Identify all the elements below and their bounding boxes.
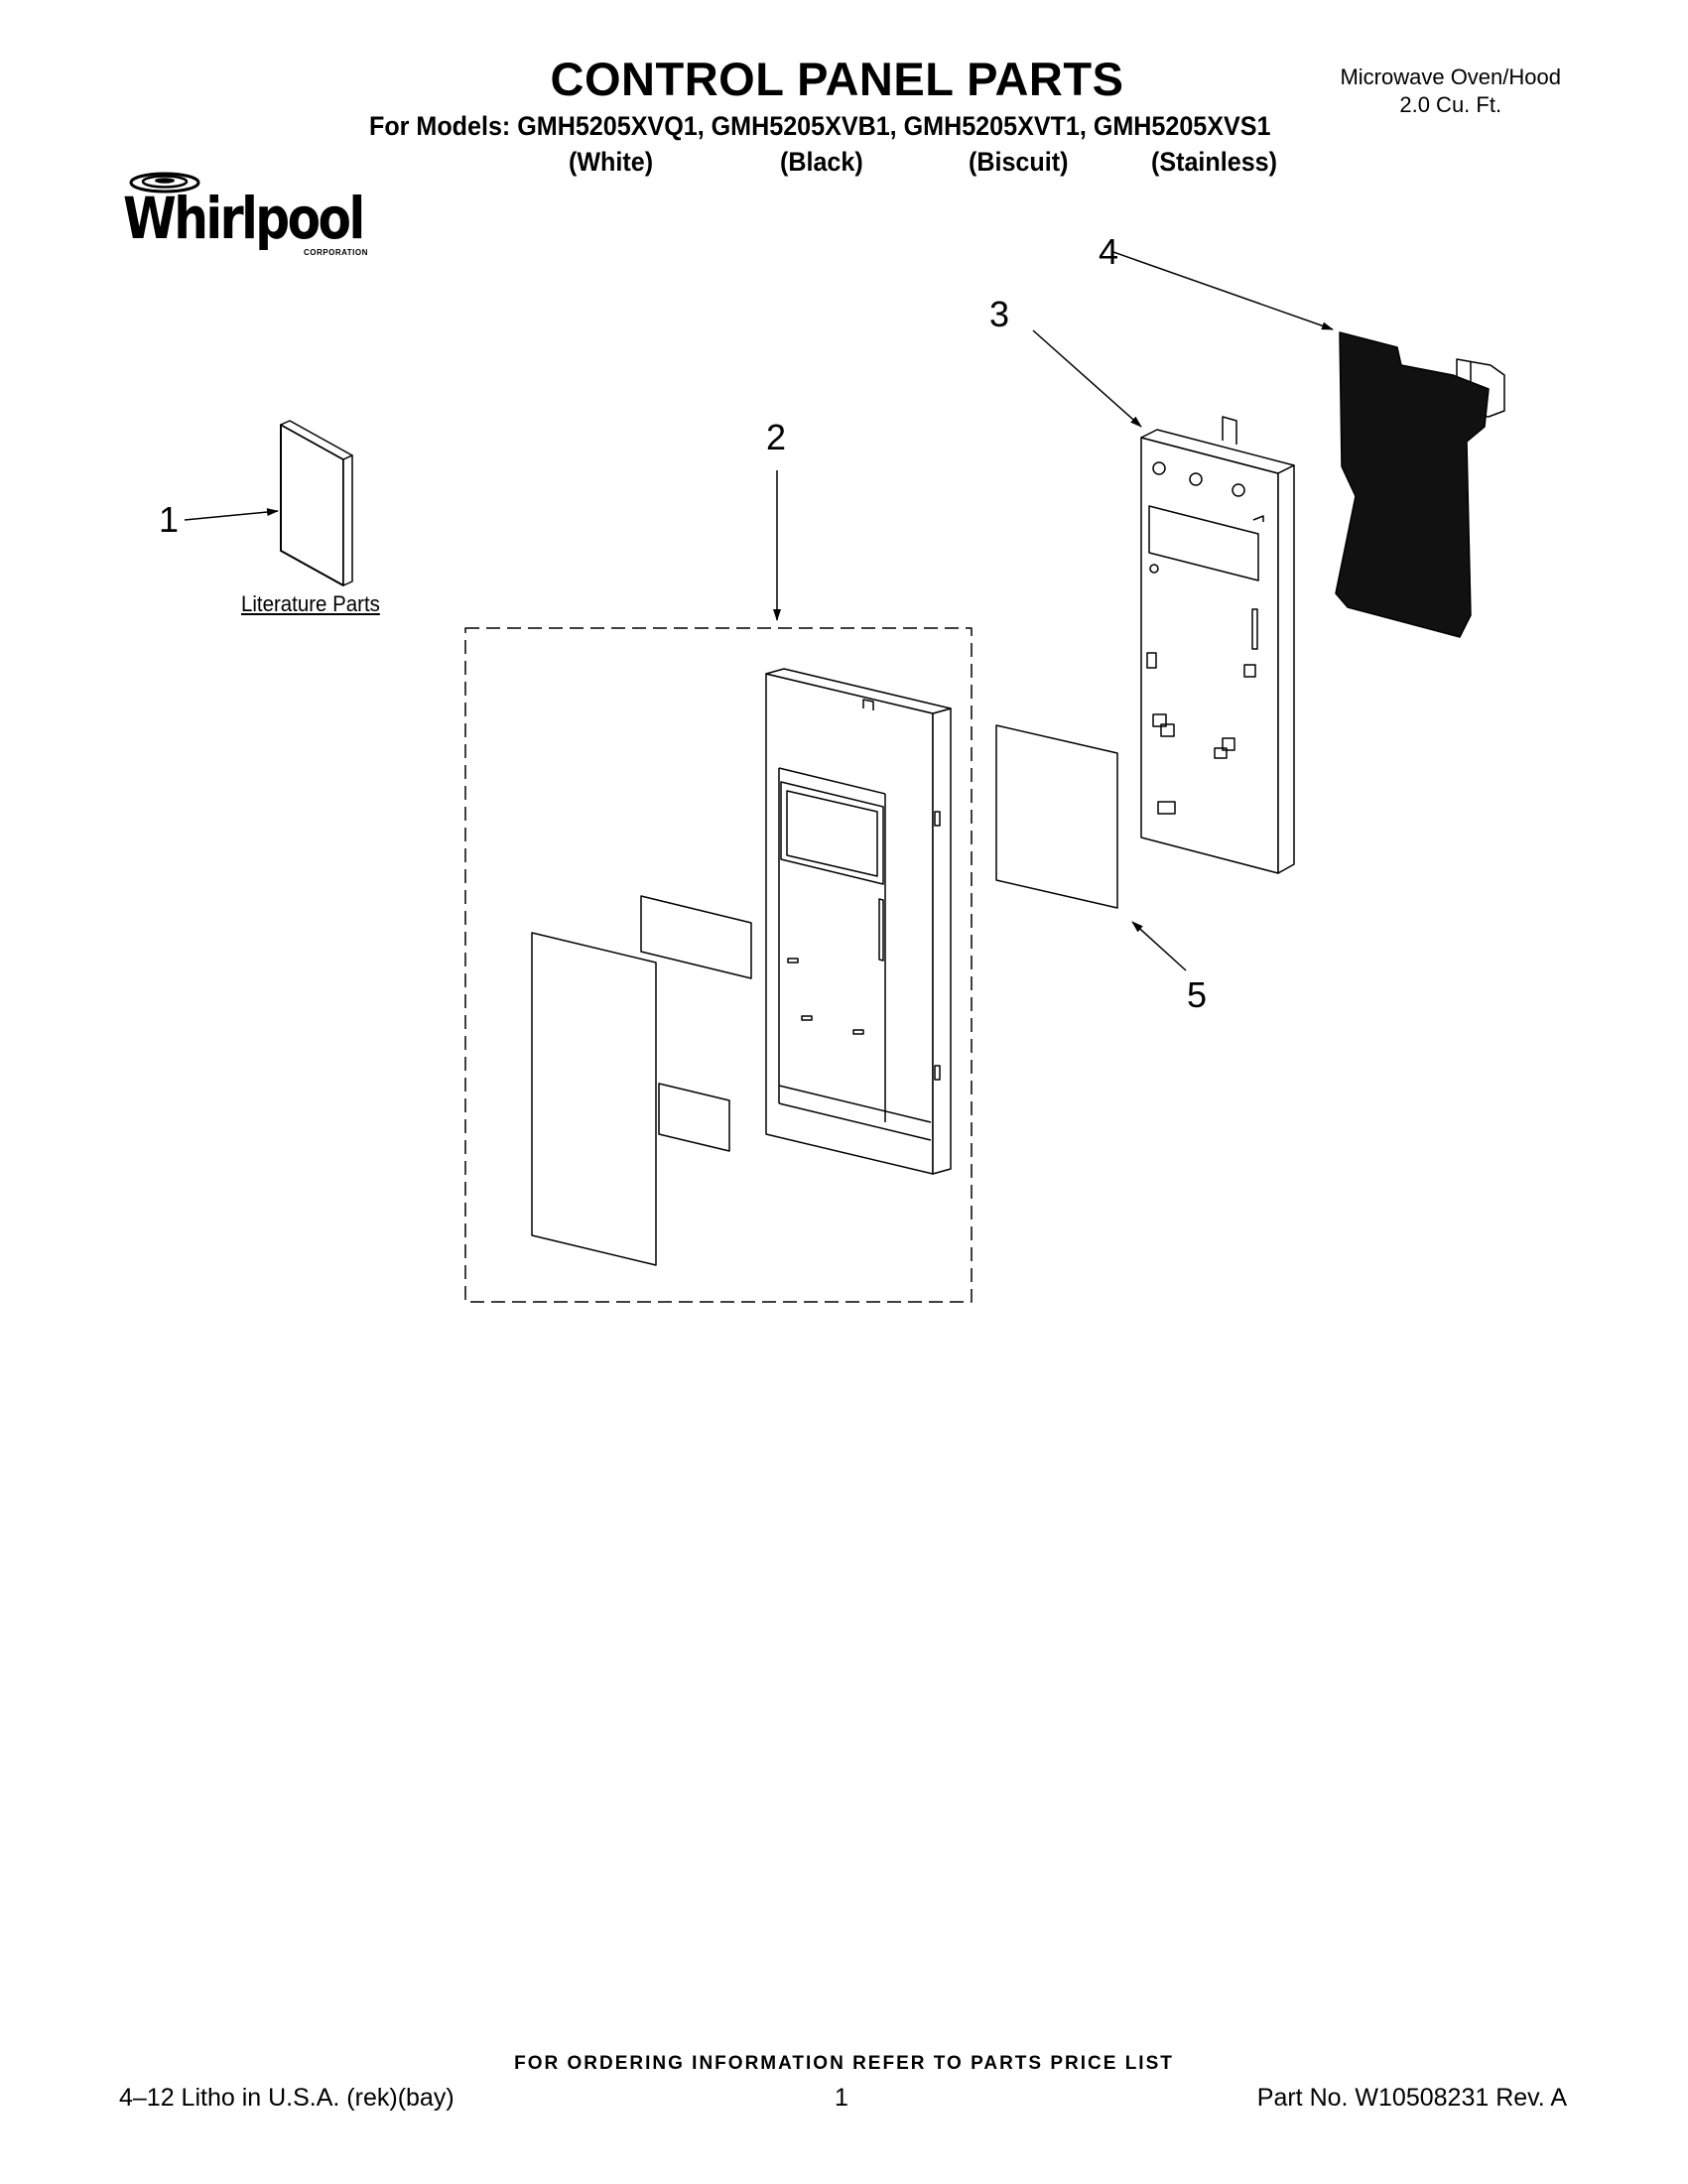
product-capacity: 2.0 Cu. Ft. (1399, 92, 1502, 117)
leader-line-1 (184, 508, 279, 521)
ordering-note: FOR ORDERING INFORMATION REFER TO PARTS … (514, 2053, 1174, 2074)
callout-5: 5 (1187, 974, 1208, 1015)
literature-booklet (184, 420, 353, 586)
control-panel-skin (1112, 251, 1505, 638)
product-type: Microwave Oven/Hood (1340, 64, 1561, 89)
models-line: For Models: GMH5205XVQ1, GMH5205XVB1, GM… (369, 111, 1271, 141)
callout-4: 4 (1099, 231, 1119, 272)
display-lens (640, 895, 752, 979)
callout-2: 2 (766, 417, 787, 457)
control-panel-frame (765, 668, 952, 1175)
color-label-biscuit: (Biscuit) (969, 147, 1069, 177)
whirlpool-logo: Whirlpool CORPORATION (117, 167, 375, 266)
logo-subtitle: CORPORATION (304, 248, 368, 257)
swirl-icon (129, 172, 200, 193)
litho-info: 4–12 Litho in U.S.A. (rek)(bay) (119, 2084, 454, 2112)
product-description: Microwave Oven/Hood 2.0 Cu. Ft. (1340, 64, 1561, 119)
touchpad-overlay (531, 932, 657, 1266)
part-number: Part No. W10508231 Rev. A (1256, 2084, 1567, 2112)
control-bracket (658, 1083, 730, 1152)
leader-line-5 (1131, 921, 1187, 971)
color-label-white: (White) (569, 147, 654, 177)
page-number: 1 (835, 2084, 848, 2112)
control-board-frame (1032, 329, 1295, 874)
color-label-black: (Black) (780, 147, 863, 177)
leader-line-4 (1112, 251, 1334, 330)
callout-3: 3 (989, 294, 1010, 334)
literature-parts-label: Literature Parts (241, 591, 380, 616)
color-label-stainless: (Stainless) (1151, 147, 1277, 177)
leader-line-3 (1032, 329, 1142, 428)
page-title: CONTROL PANEL PARTS (550, 53, 1124, 105)
insulation-sheet (995, 724, 1118, 909)
callout-1: 1 (159, 499, 180, 540)
assembly-boundary (464, 627, 973, 1303)
logo-wordmark: Whirlpool (123, 185, 365, 252)
